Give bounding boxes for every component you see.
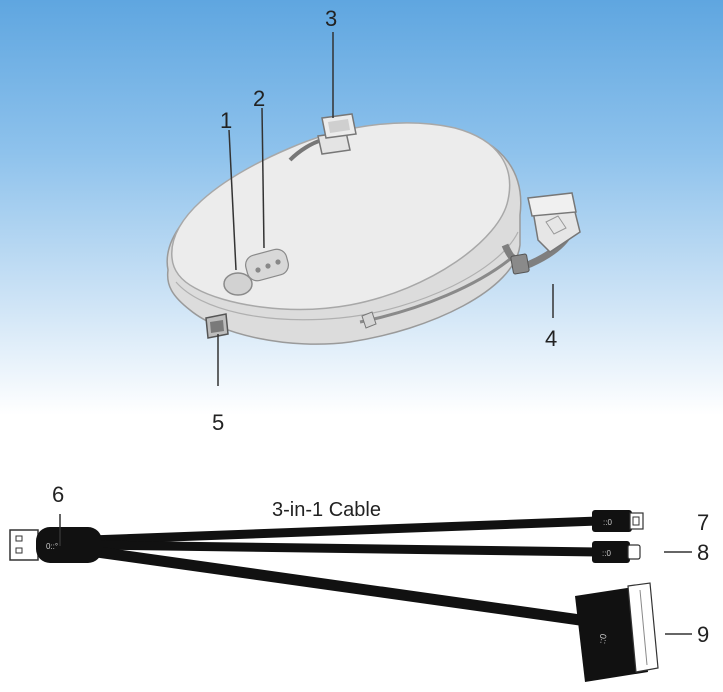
cable-title: 3-in-1 Cable (272, 499, 381, 521)
callout-8: 8 (697, 540, 709, 565)
svg-text:::0: ::0 (602, 549, 611, 558)
three-in-one-cable: 0::° ::0 ::0 ::0 (9, 510, 659, 682)
callout-3: 3 (325, 6, 337, 31)
callout-lines-cable (59, 514, 692, 635)
svg-text:::0: ::0 (603, 518, 612, 527)
right-cable-connector (501, 192, 581, 275)
top-cable-connector (288, 113, 357, 162)
micro-usb-connector: ::0 (592, 510, 644, 532)
callout-9: 9 (697, 622, 709, 647)
callout-5: 5 (212, 410, 224, 435)
lightning-connector: ::0 (592, 541, 641, 563)
usb-a-plug: 0::° (9, 527, 102, 563)
power-bank-device (166, 113, 581, 345)
led-indicator-strip (244, 248, 290, 282)
power-button (223, 272, 253, 296)
thirty-pin-connector: ::0 (575, 582, 659, 682)
callout-6: 6 (52, 482, 64, 507)
callout-1: 1 (220, 108, 232, 133)
svg-text:::0: ::0 (597, 633, 609, 645)
callout-7: 7 (697, 510, 709, 535)
svg-text:0::°: 0::° (46, 542, 58, 551)
callout-2: 2 (253, 86, 265, 111)
callout-lines-device (217, 32, 554, 386)
callout-4: 4 (545, 326, 557, 351)
